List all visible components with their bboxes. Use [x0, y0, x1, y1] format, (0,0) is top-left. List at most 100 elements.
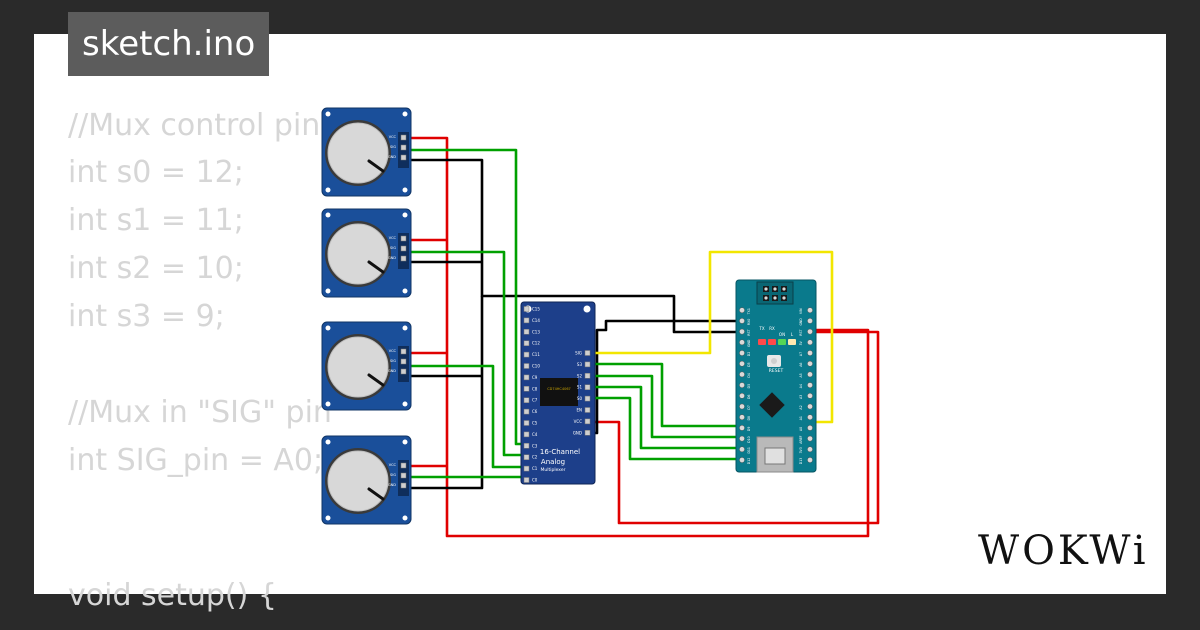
- nano-pin-label: D9: [747, 427, 751, 431]
- mux-pin[interactable]: [523, 431, 530, 438]
- mux-pin[interactable]: [523, 351, 530, 358]
- pot-pin[interactable]: [400, 134, 407, 141]
- mux-pin[interactable]: [584, 407, 591, 413]
- nano-pin[interactable]: [739, 307, 745, 314]
- mux-pin[interactable]: [523, 443, 530, 449]
- arduino-nano[interactable]: TX RX ON L RESET D12D11D10D9D8D7D6D5D4D3…: [735, 279, 817, 473]
- mux-pin[interactable]: [523, 374, 530, 381]
- mux-pin[interactable]: [523, 306, 530, 312]
- nano-pin-label: GND: [799, 318, 803, 326]
- nano-pin[interactable]: [807, 414, 813, 421]
- nano-pin[interactable]: [807, 318, 813, 324]
- mux-pin[interactable]: [584, 373, 591, 379]
- pot-pin[interactable]: [400, 144, 407, 151]
- nano-pin[interactable]: [807, 457, 813, 463]
- mux-pin[interactable]: [523, 317, 530, 324]
- nano-pin[interactable]: [739, 425, 745, 431]
- pot-pin[interactable]: [400, 358, 407, 365]
- pot-pin-label: VCC: [389, 463, 397, 467]
- nano-pin[interactable]: [807, 403, 813, 410]
- nano-pin[interactable]: [739, 350, 745, 356]
- nano-pin[interactable]: [807, 328, 813, 335]
- mux-pin[interactable]: [523, 340, 530, 346]
- nano-pin-label: D10: [747, 436, 751, 443]
- nano-pin-label: D7: [747, 405, 751, 409]
- mux-pin[interactable]: [584, 418, 591, 425]
- nano-pin[interactable]: [739, 403, 745, 410]
- mux-pin[interactable]: [584, 430, 591, 436]
- mounting-hole: [402, 439, 408, 445]
- pot-knob[interactable]: [327, 122, 389, 184]
- nano-pin[interactable]: [807, 371, 813, 378]
- pot-pin[interactable]: [400, 462, 407, 469]
- simulation-canvas[interactable]: [34, 34, 1166, 594]
- pot-knob[interactable]: [327, 450, 389, 512]
- mux-pin[interactable]: [523, 397, 530, 403]
- nano-pin[interactable]: [807, 360, 813, 367]
- mux-pin[interactable]: [584, 361, 591, 368]
- pot-pin[interactable]: [400, 154, 407, 161]
- mux-pin[interactable]: [523, 420, 530, 426]
- pot-pin[interactable]: [400, 255, 407, 262]
- nano-pin-label: TX1: [747, 308, 751, 315]
- nano-pin[interactable]: [807, 307, 813, 314]
- mux-pin[interactable]: [523, 477, 530, 483]
- nano-pin[interactable]: [807, 350, 813, 356]
- tx-led: [758, 339, 766, 345]
- reset-button-cap[interactable]: [771, 358, 777, 364]
- pot-pin[interactable]: [400, 235, 407, 242]
- pot-pin[interactable]: [400, 245, 407, 252]
- pot-pin[interactable]: [400, 482, 407, 489]
- nano-pin[interactable]: [739, 446, 745, 453]
- nano-pin[interactable]: [807, 339, 813, 346]
- mux-pin[interactable]: [523, 408, 530, 415]
- nano-pin[interactable]: [739, 371, 745, 378]
- nano-pin[interactable]: [739, 414, 745, 421]
- pot-pin-label: VCC: [389, 135, 397, 139]
- icsp-pin-pad: [782, 296, 786, 300]
- mux-title-line2: Analog: [541, 458, 565, 466]
- mux-pin-label: C6: [532, 409, 538, 414]
- mux-pin[interactable]: [523, 329, 530, 335]
- multiplexer-module[interactable]: CD74HC4067 C15C14C13C12C11C10C9C8C7C6C5C…: [520, 301, 596, 485]
- nano-pin[interactable]: [739, 392, 745, 399]
- nano-pin[interactable]: [739, 457, 745, 463]
- mux-pin[interactable]: [584, 395, 591, 402]
- mux-pin[interactable]: [523, 454, 530, 460]
- nano-pin[interactable]: [739, 435, 745, 442]
- mux-pin[interactable]: [523, 465, 530, 472]
- nano-pin[interactable]: [807, 425, 813, 431]
- pot-pin[interactable]: [400, 348, 407, 355]
- mux-pin[interactable]: [523, 386, 530, 392]
- mux-pin[interactable]: [523, 363, 530, 369]
- nano-pin[interactable]: [807, 382, 813, 388]
- mounting-hole: [325, 288, 331, 294]
- nano-pin[interactable]: [807, 435, 813, 442]
- pot-knob[interactable]: [327, 336, 389, 398]
- nano-pin[interactable]: [739, 318, 745, 324]
- nano-pin[interactable]: [739, 382, 745, 388]
- file-tab[interactable]: sketch.ino: [68, 12, 270, 76]
- nano-pin[interactable]: [739, 339, 745, 346]
- mux-pin-label: C12: [532, 341, 540, 346]
- mux-pin[interactable]: [584, 350, 591, 356]
- pot-knob[interactable]: [327, 223, 389, 285]
- pot-pin[interactable]: [400, 368, 407, 375]
- nano-pin[interactable]: [739, 360, 745, 367]
- nano-pin[interactable]: [807, 446, 813, 453]
- wokwi-logo: WOKWi: [978, 528, 1149, 574]
- pot-pin[interactable]: [400, 472, 407, 479]
- nano-pin[interactable]: [807, 392, 813, 399]
- nano-pin[interactable]: [739, 328, 745, 335]
- mux-pin[interactable]: [584, 384, 591, 390]
